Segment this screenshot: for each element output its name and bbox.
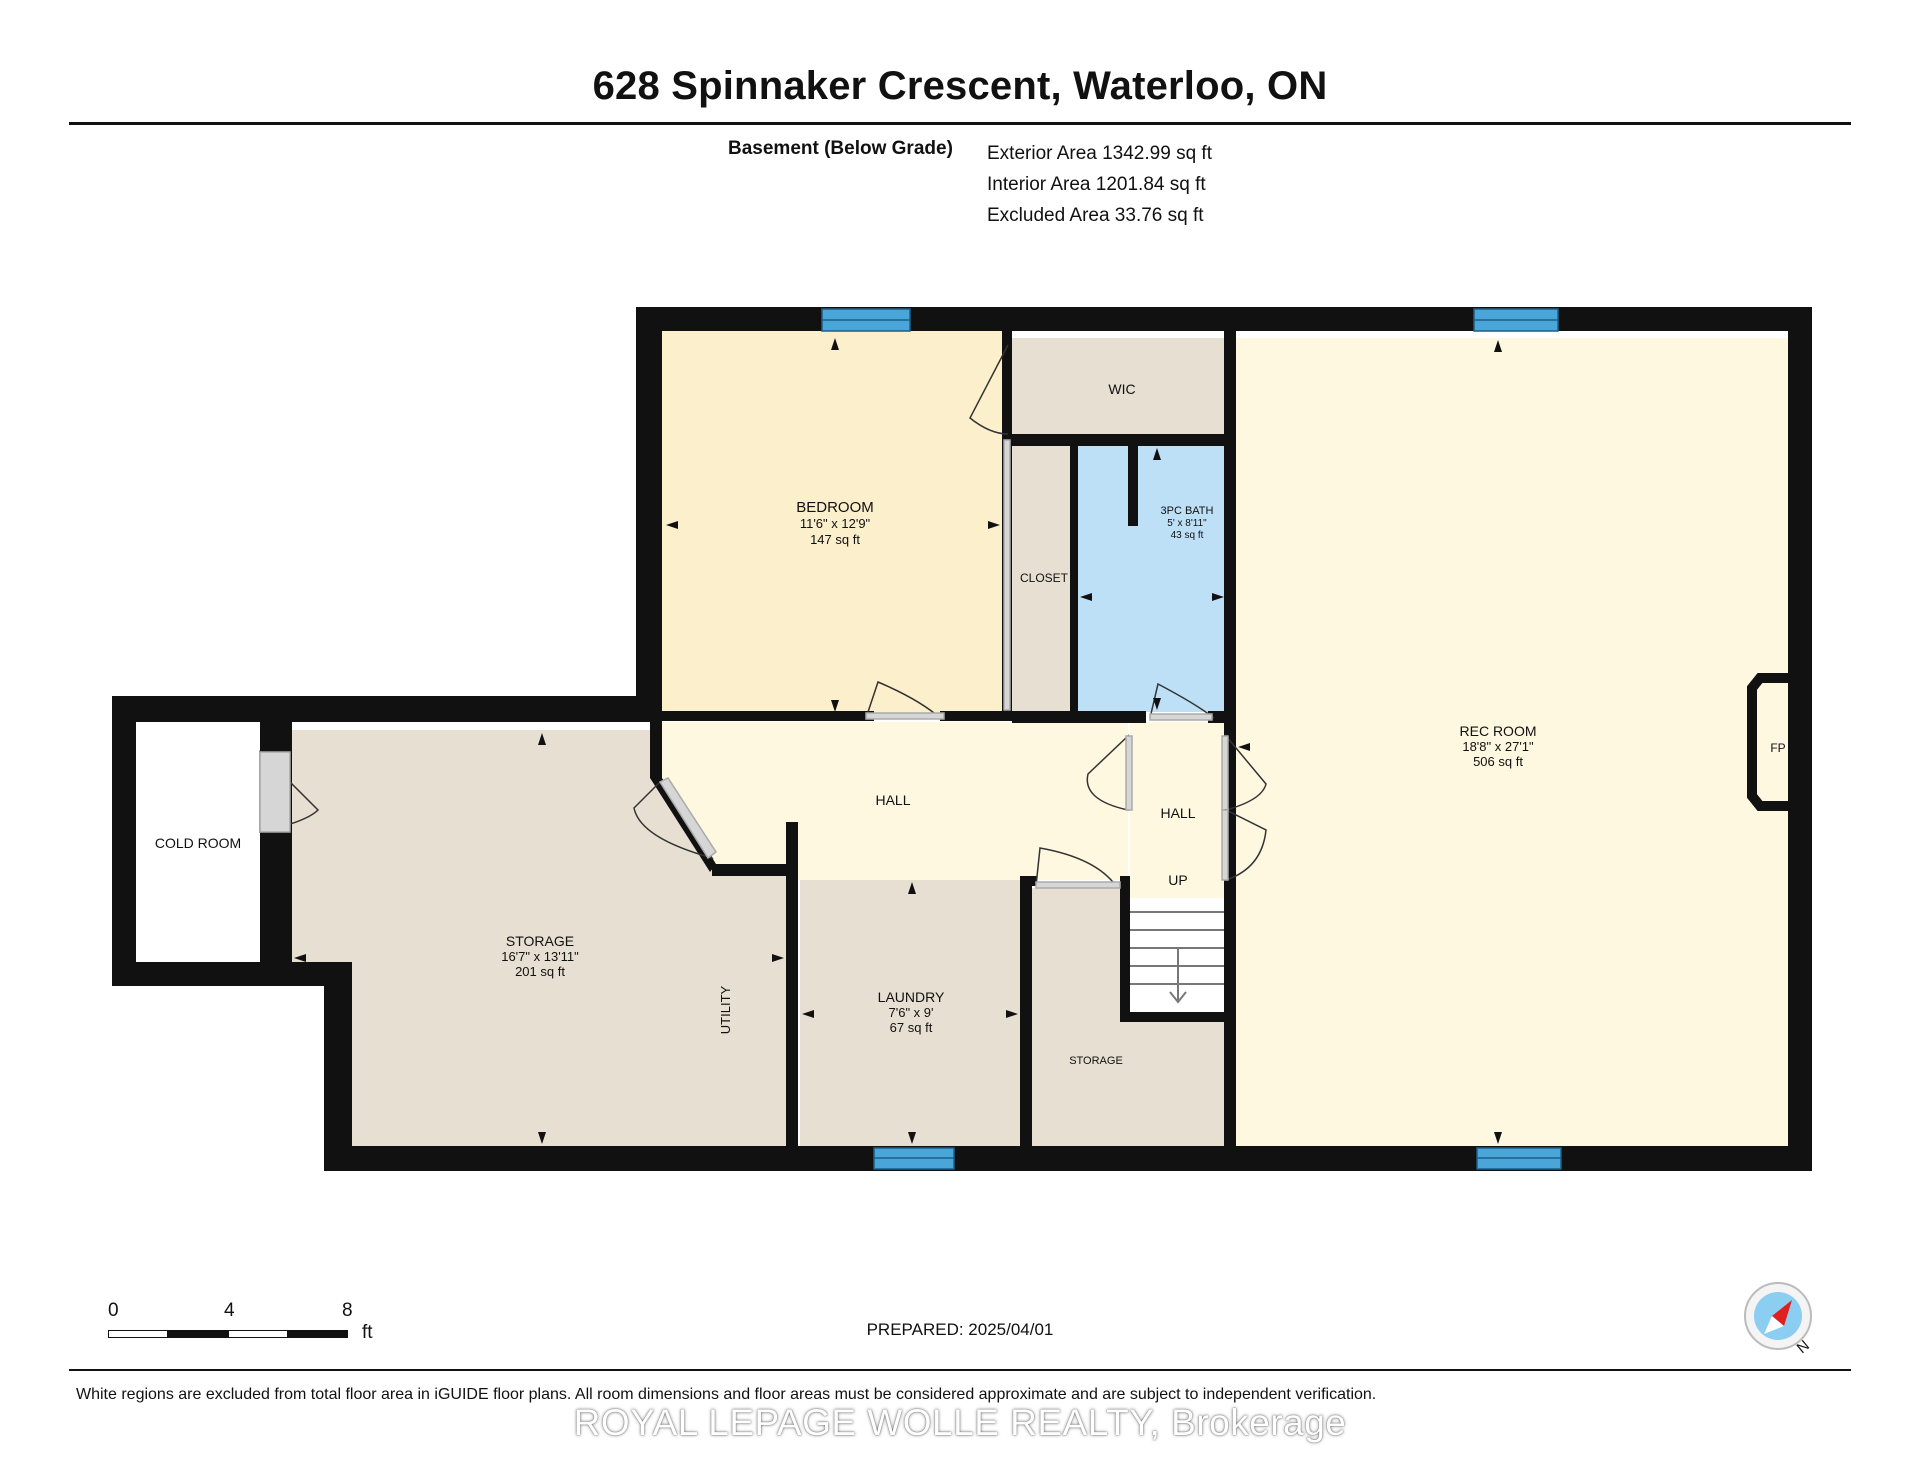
doors — [259, 344, 1267, 889]
room-labels: BEDROOM 11'6" x 12'9" 147 sq ft WIC CLOS… — [155, 381, 1786, 1067]
area-summary: Exterior Area 1342.99 sq ft Interior Are… — [987, 138, 1212, 231]
hall2-fill — [1130, 722, 1226, 898]
rec-room-fill — [1236, 338, 1792, 1146]
bath-area: 43 sq ft — [1171, 530, 1204, 541]
excluded-area: Excluded Area 33.76 sq ft — [987, 205, 1204, 226]
hall-fill — [662, 722, 1128, 880]
cold-room-fill — [136, 722, 260, 962]
bath-dims: 5' x 8'11" — [1167, 518, 1207, 529]
stairs-up-label: UP — [1168, 872, 1187, 888]
footer-divider — [69, 1369, 1851, 1371]
scale-segment-2 — [168, 1330, 228, 1338]
wic-fill — [1012, 338, 1226, 438]
fireplace-label: FP — [1770, 741, 1785, 755]
laundry-label: LAUNDRY — [878, 989, 945, 1005]
storage-label: STORAGE — [506, 933, 574, 949]
exterior-area: Exterior Area 1342.99 sq ft — [987, 143, 1212, 164]
bedroom-area: 147 sq ft — [810, 532, 860, 547]
bedroom-dims: 11'6" x 12'9" — [800, 516, 871, 531]
brokerage-watermark: ROYAL LEPAGE WOLLE REALTY, Brokerage — [573, 1402, 1347, 1443]
rec-room-dims: 18'8" x 27'1" — [1462, 739, 1534, 754]
dimension-arrows — [294, 338, 1502, 1144]
utility-label: UTILITY — [718, 985, 733, 1034]
prepared-date: PREPARED: 2025/04/01 — [866, 1320, 1054, 1339]
level-name: Basement (Below Grade) — [728, 138, 953, 159]
bath-fill — [1078, 446, 1226, 712]
staircase — [1130, 911, 1224, 1004]
rec-room-label: REC ROOM — [1460, 723, 1537, 739]
scale-bar: 0 4 8 ft — [108, 1300, 373, 1360]
fireplace — [1747, 673, 1788, 811]
hall-label: HALL — [875, 792, 910, 808]
laundry-area: 67 sq ft — [890, 1020, 933, 1035]
storage-area: 201 sq ft — [515, 964, 565, 979]
interior-area: Interior Area 1201.84 sq ft — [987, 174, 1206, 195]
page-title: 628 Spinnaker Crescent, Waterloo, ON — [592, 64, 1328, 108]
wic-label: WIC — [1108, 381, 1135, 397]
disclaimer-text: White regions are excluded from total fl… — [76, 1386, 1377, 1403]
scale-mid: 4 — [224, 1300, 235, 1321]
scale-end: 8 — [342, 1300, 353, 1321]
scale-unit: ft — [362, 1322, 373, 1343]
closet-fill — [1012, 446, 1070, 712]
storage2-fill — [1032, 888, 1226, 1146]
bedroom-label: BEDROOM — [796, 499, 874, 516]
bath-label: 3PC BATH — [1161, 505, 1214, 517]
storage2-label: STORAGE — [1069, 1055, 1123, 1067]
storage-dims: 16'7" x 13'11" — [501, 949, 579, 964]
laundry-dims: 7'6" x 9' — [889, 1005, 934, 1020]
scale-zero: 0 — [108, 1300, 119, 1321]
scale-segment-3 — [228, 1330, 288, 1338]
scale-segment-4 — [288, 1330, 348, 1338]
closet-label: CLOSET — [1020, 571, 1069, 585]
rec-room-area: 506 sq ft — [1473, 754, 1523, 769]
compass-icon: N — [1744, 1282, 1813, 1357]
cold-room-label: COLD ROOM — [155, 835, 241, 851]
laundry-fill — [800, 880, 1022, 1146]
bedroom-fill — [662, 330, 1002, 714]
hall2-label: HALL — [1160, 805, 1195, 821]
title-divider — [69, 122, 1851, 125]
scale-segment-1 — [108, 1330, 168, 1338]
storage-fill — [292, 730, 786, 1146]
